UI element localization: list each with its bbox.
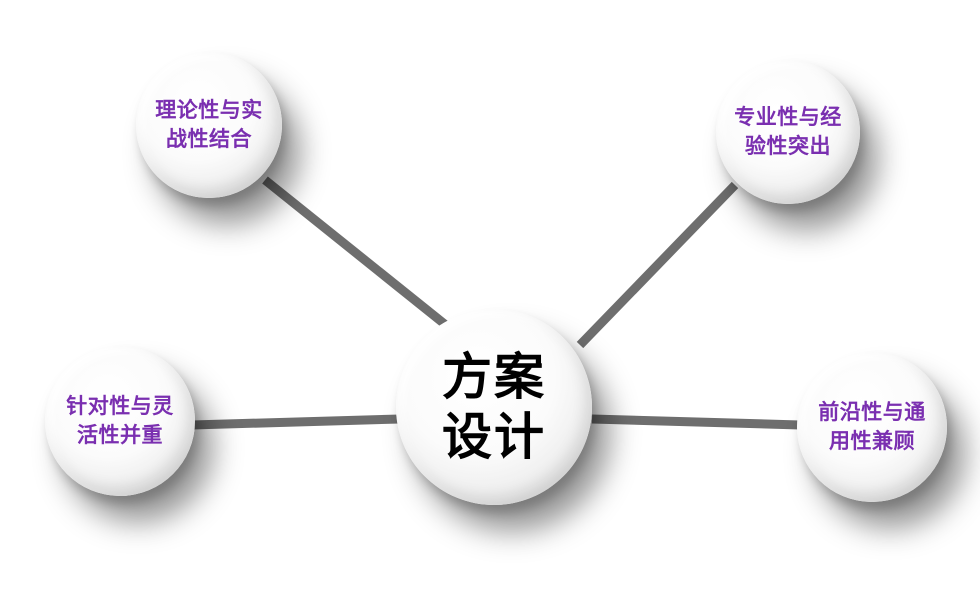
node-middle-left-line2: 活性并重 [77,423,163,447]
node-top-right-line1: 专业性与经 [734,105,842,129]
connector-middle-right [591,414,801,430]
node-middle-left-label: 针对性与灵 活性并重 [66,392,174,450]
node-top-left-label: 理论性与实 战性结合 [155,96,263,154]
node-middle-right: 前沿性与通 用性兼顾 [797,352,947,502]
center-label: 方案 设计 [442,347,546,467]
connector-top-right [576,181,739,349]
node-top-right: 专业性与经 验性突出 [716,60,860,204]
node-top-right-line2: 验性突出 [745,134,831,158]
node-center: 方案 设计 [396,309,592,505]
center-line2: 设计 [442,408,546,466]
node-top-left-line1: 理论性与实 [155,98,263,122]
node-top-left-line2: 战性结合 [166,127,252,151]
node-top-left: 理论性与实 战性结合 [136,52,282,198]
node-middle-left-line1: 针对性与灵 [66,394,174,418]
node-middle-left: 针对性与灵 活性并重 [45,346,195,496]
node-top-right-label: 专业性与经 验性突出 [734,103,842,161]
node-middle-right-line2: 用性兼顾 [829,429,915,453]
node-middle-right-label: 前沿性与通 用性兼顾 [818,398,926,456]
node-middle-right-line1: 前沿性与通 [818,400,926,424]
connector-top-left [262,176,455,334]
connector-middle-left [191,414,401,430]
center-line1: 方案 [442,348,546,406]
